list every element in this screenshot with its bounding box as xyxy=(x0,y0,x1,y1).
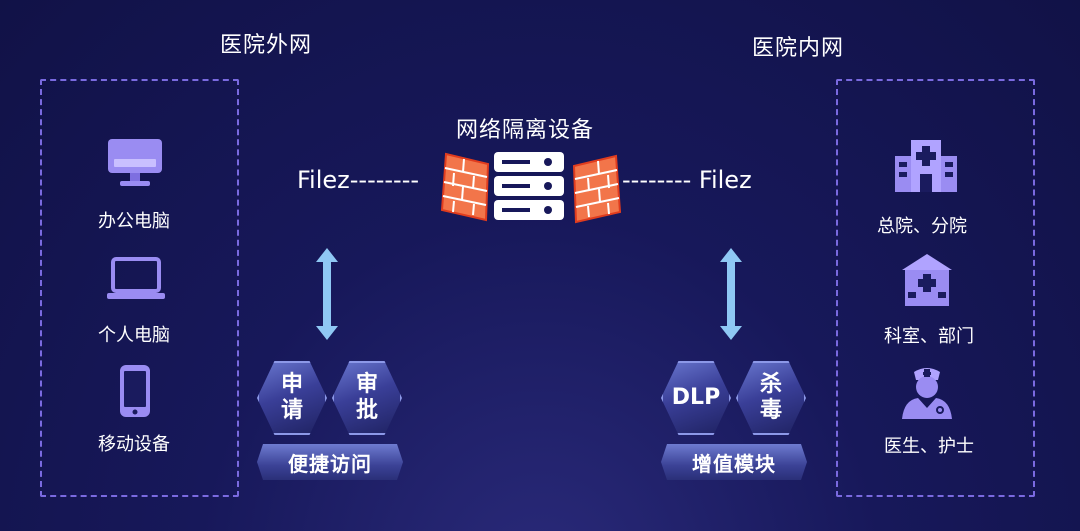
hex-approve: 审 批 xyxy=(332,361,402,435)
left-item-label-mobile: 移动设备 xyxy=(98,434,170,455)
filez-link-left: Filez-------- xyxy=(297,166,420,194)
left-item-label-office-pc: 办公电脑 xyxy=(98,211,170,232)
internal-network-panel xyxy=(836,79,1035,497)
internal-network-title: 医院内网 xyxy=(752,36,845,61)
hospital-building-icon xyxy=(893,138,959,198)
left-vertical-arrow xyxy=(316,248,338,344)
hex-antivirus-label: 杀 毒 xyxy=(759,372,782,423)
hex-antivirus: 杀 毒 xyxy=(736,361,806,435)
external-network-panel xyxy=(40,79,239,497)
right-item-label-departments: 科室、部门 xyxy=(884,326,974,347)
isolation-device-title: 网络隔离设备 xyxy=(456,118,595,143)
clinic-icon xyxy=(900,252,954,312)
left-item-label-personal-pc: 个人电脑 xyxy=(98,325,170,346)
firewall-right-icon xyxy=(568,152,624,228)
filez-link-right: -------- Filez xyxy=(622,166,752,194)
phone-icon xyxy=(118,363,152,423)
firewall-left-icon xyxy=(438,150,494,226)
hex-dlp: DLP xyxy=(661,361,731,435)
external-network-title: 医院外网 xyxy=(220,33,313,58)
hex-apply: 申 请 xyxy=(257,361,327,435)
right-item-label-staff: 医生、护士 xyxy=(884,436,974,457)
right-item-label-branches: 总院、分院 xyxy=(877,216,967,237)
hex-dlp-label: DLP xyxy=(671,385,721,410)
value-added-module-bar: 增值模块 xyxy=(661,444,807,480)
monitor-icon xyxy=(106,137,164,193)
server-icon xyxy=(492,150,566,226)
convenient-access-bar: 便捷访问 xyxy=(257,444,403,480)
hex-apply-label: 申 请 xyxy=(280,372,303,423)
right-vertical-arrow xyxy=(720,248,742,344)
doctor-icon xyxy=(898,364,956,424)
laptop-icon xyxy=(105,256,167,306)
hex-approve-label: 审 批 xyxy=(355,372,378,423)
